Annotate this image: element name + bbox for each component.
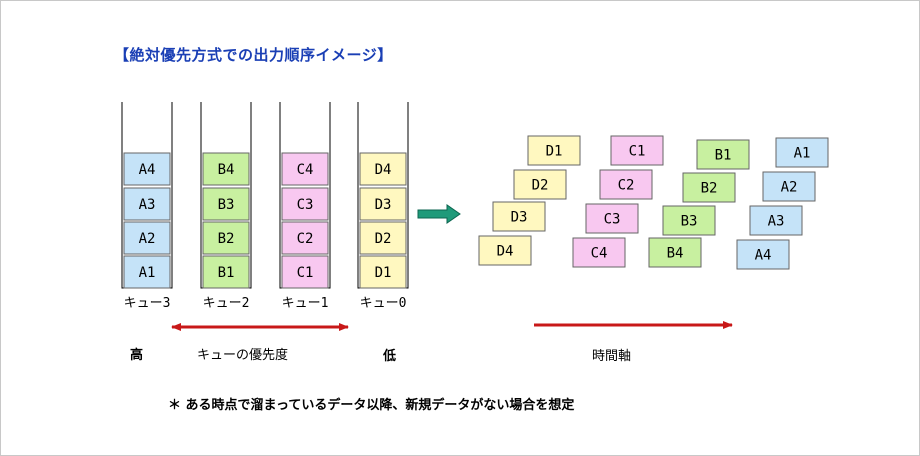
output-item-box [610,135,664,166]
output-item-box [749,205,803,236]
queue-item-box [202,152,250,186]
priority-axis-label: キューの優先度 [197,347,288,363]
queue-item-label: B2 [218,231,235,247]
queue-label: キュー0 [360,296,407,311]
queue-item-label: B3 [218,197,235,213]
output-item-label: A4 [755,248,772,264]
queue-item-label: C4 [297,162,314,178]
output-item-box [492,201,546,232]
queue-item-box [202,255,250,289]
queue-item-box [281,255,329,289]
queue-item-label: A4 [139,162,156,178]
queue-item-label: A2 [139,231,156,247]
flow-arrow-icon [417,204,461,224]
queue-item-label: C2 [297,231,314,247]
output-item-box [662,205,716,236]
output-item-box [775,137,829,168]
priority-low-label: 低 [382,348,396,364]
queue-item-label: A3 [139,197,156,213]
output-item-box [599,169,653,200]
output-item-label: B4 [667,246,684,262]
queue-item-box [359,187,407,221]
output-item-box [736,239,790,270]
output-item-label: B2 [701,181,718,197]
output-item-label: D4 [497,244,514,260]
time-axis-label: 時間軸 [592,349,631,364]
queue-label: キュー3 [124,296,171,311]
output-item-box [527,135,581,166]
output-item-box [478,235,532,266]
queue-label: キュー1 [282,296,329,311]
output-item-label: D2 [532,178,549,194]
queue-item-box [202,221,250,255]
priority-high-label: 高 [130,347,143,363]
output-item-label: C4 [591,246,608,262]
output-item-label: B3 [681,214,698,230]
queue-item-label: D4 [375,162,392,178]
queue-item-label: A1 [139,265,156,281]
queue-item-box [359,255,407,289]
queue-item-box [359,152,407,186]
output-item-label: D1 [546,144,563,160]
queue-item-label: C3 [297,197,314,213]
queue-item-box [281,221,329,255]
output-item-label: C1 [629,144,646,160]
output-item-label: C3 [604,212,621,228]
output-item-label: C2 [618,178,635,194]
queue-item-label: B1 [218,265,235,281]
queue-label: キュー2 [203,296,250,311]
output-item-box [513,169,567,200]
queue-item-box [123,152,171,186]
queue-item-label: D3 [375,197,392,213]
output-item-label: A3 [768,214,785,230]
queue-item-box [202,187,250,221]
queue-item-label: D1 [375,265,392,281]
queue-item-box [281,187,329,221]
output-item-label: A1 [794,146,811,162]
queue-item-label: C1 [297,265,314,281]
output-item-box [762,171,816,202]
output-item-box [696,139,750,170]
output-item-box [572,237,626,268]
output-item-label: A2 [781,180,798,196]
diagram-title: 【絶対優先方式での出力順序イメージ】 [114,46,393,64]
queue-item-box [123,221,171,255]
queue-item-label: D2 [375,231,392,247]
output-item-box [682,172,736,203]
queue-item-box [123,255,171,289]
queue-item-label: B4 [218,162,235,178]
output-item-label: B1 [715,148,732,164]
output-item-box [648,237,702,268]
queue-item-box [123,187,171,221]
footnote: ＊ ある時点で溜まっているデータ以降、新規データがない場合を想定 [168,397,574,413]
output-item-box [585,203,639,234]
queue-item-box [281,152,329,186]
output-item-label: D3 [511,210,528,226]
queue-item-box [359,221,407,255]
